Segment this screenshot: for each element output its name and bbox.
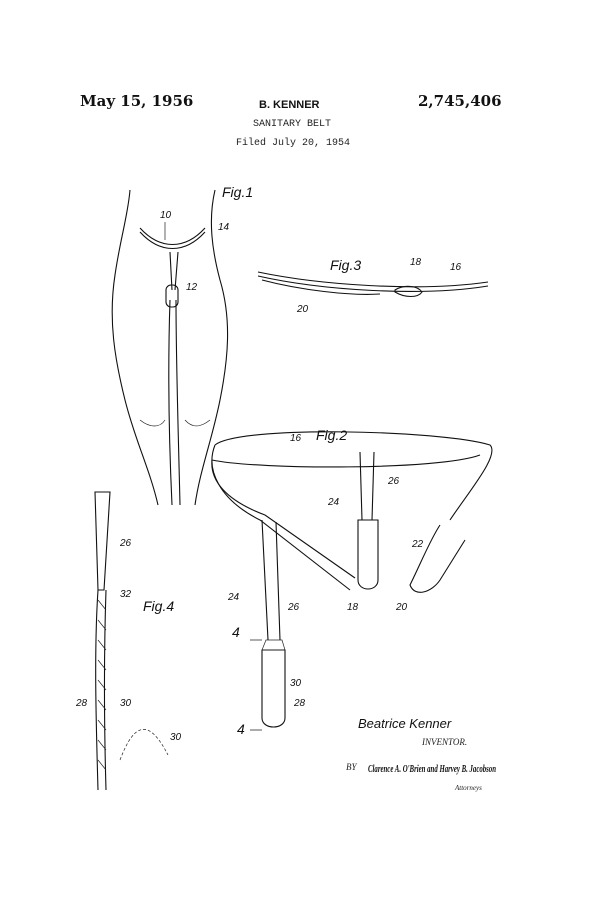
filed-date: Filed July 20, 1954 (236, 137, 350, 149)
ref-label: 30 (120, 698, 132, 709)
section-mark: 4 (232, 624, 240, 640)
attorney-signature: Clarence A. O'Brien and Harvey B. Jacobs… (368, 763, 496, 775)
section-mark: 4 (237, 721, 245, 737)
ref-label: 14 (218, 222, 230, 233)
ref-label: 30 (290, 678, 302, 689)
ref-label: 26 (287, 602, 300, 613)
ref-label: 18 (410, 257, 422, 268)
figure-1: Fig.1 10 14 12 (112, 184, 253, 505)
by-label: BY (346, 762, 357, 772)
ref-label: 16 (450, 262, 462, 273)
ref-label: 28 (75, 698, 88, 709)
issue-date: May 15, 1956 (80, 92, 193, 110)
ref-label: 28 (293, 698, 306, 709)
inventor-name: Beatrice Kenner (358, 716, 452, 731)
figure-3: Fig.3 18 16 20 (258, 257, 488, 315)
ref-label: 18 (347, 602, 359, 613)
fig2-label: Fig.2 (316, 427, 347, 443)
ref-label: 26 (387, 476, 400, 487)
attorneys-label: Attorneys (454, 784, 482, 792)
patent-number: 2,745,406 (418, 92, 502, 110)
ref-label: 10 (160, 210, 172, 221)
figure-4: 26 32 Fig.4 30 28 30 (75, 492, 182, 790)
fig3-label: Fig.3 (330, 257, 361, 273)
patent-title: SANITARY BELT (253, 119, 331, 130)
ref-label: 22 (411, 539, 424, 550)
signature-block: Beatrice Kenner INVENTOR. BY Clarence A.… (346, 716, 496, 792)
ref-label: 16 (290, 433, 302, 444)
ref-label: 20 (296, 304, 309, 315)
fig4-label: Fig.4 (143, 598, 174, 614)
fig1-label: Fig.1 (222, 184, 253, 200)
ref-label: 20 (395, 602, 408, 613)
ref-label: 24 (327, 497, 340, 508)
ref-label: 24 (227, 592, 240, 603)
inventor-label: INVENTOR. (421, 737, 467, 747)
ref-label: 26 (119, 538, 132, 549)
inventor-short: B. KENNER (259, 99, 320, 111)
ref-label: 12 (186, 282, 198, 293)
figure-2: Fig.2 16 26 24 22 18 20 24 26 4 30 28 4 (212, 427, 492, 737)
ref-label: 30 (170, 732, 182, 743)
ref-label: 32 (120, 589, 132, 600)
